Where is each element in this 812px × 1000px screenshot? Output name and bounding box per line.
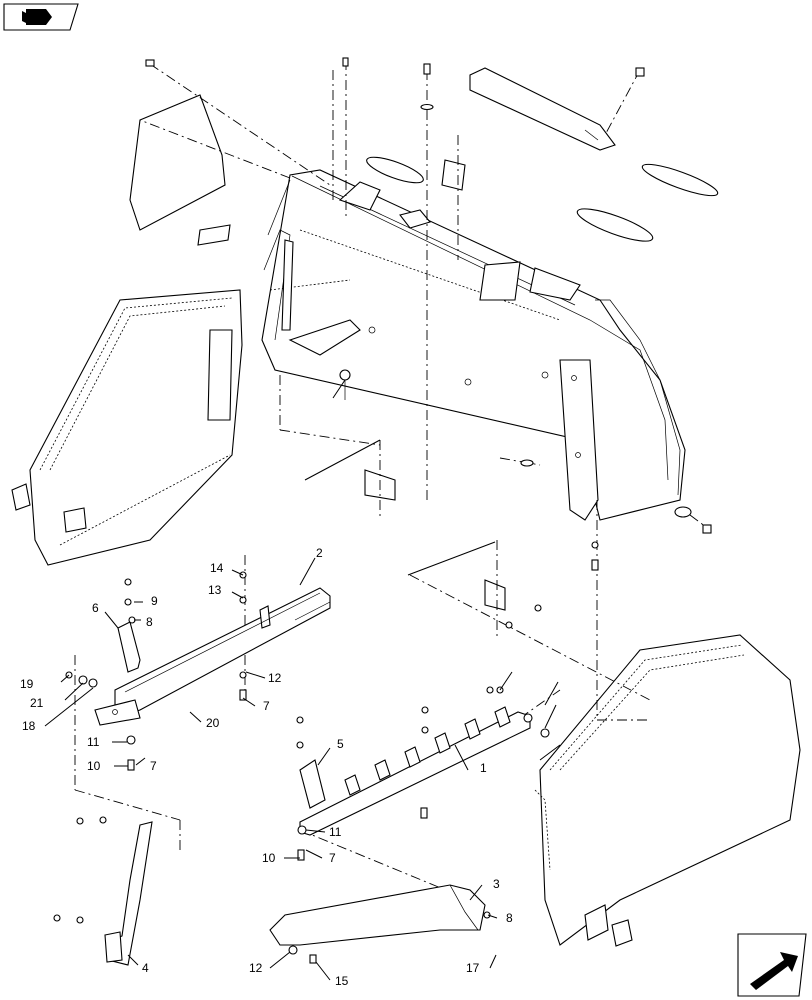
part-3-cover <box>269 884 486 946</box>
callout-7a: 7 <box>263 699 270 713</box>
callout-7b: 7 <box>150 759 157 773</box>
leader-lines <box>44 379 561 981</box>
callout-6: 6 <box>92 601 99 615</box>
callout-8a: 8 <box>146 615 153 629</box>
part-5-bracket <box>299 759 326 809</box>
callout-13: 13 <box>208 583 222 597</box>
callout-11a: 11 <box>87 735 100 749</box>
callout-15: 15 <box>335 974 349 988</box>
callout-11b: 11 <box>329 825 342 839</box>
callout-labels: 1 2 3 4 5 6 7 7 7 8 8 9 10 10 11 11 12 1… <box>20 546 513 988</box>
main-housing <box>261 169 686 521</box>
top-fasteners <box>145 57 645 500</box>
callout-12b: 12 <box>249 961 263 975</box>
part-2-bracket <box>114 587 331 716</box>
callout-8b: 8 <box>506 911 513 925</box>
part-6-bracket <box>117 621 141 673</box>
part-20-plate <box>94 699 141 726</box>
callout-7c: 7 <box>329 851 336 865</box>
callout-2: 2 <box>316 546 323 560</box>
callout-20: 20 <box>206 716 220 730</box>
part-1-bracket <box>299 706 531 836</box>
right-door-panel <box>534 634 801 947</box>
callout-12a: 12 <box>268 671 282 685</box>
callout-5: 5 <box>337 737 344 751</box>
callout-1: 1 <box>480 761 487 775</box>
callout-10a: 10 <box>87 759 101 773</box>
callout-3: 3 <box>493 877 500 891</box>
callout-21: 21 <box>30 696 44 710</box>
callout-9: 9 <box>151 594 158 608</box>
arrow-navigation-icon[interactable] <box>737 933 807 997</box>
fastener-parts <box>53 369 712 964</box>
callout-17: 17 <box>466 961 480 975</box>
callout-4: 4 <box>142 961 149 975</box>
top-window-panel <box>129 94 231 246</box>
callout-10b: 10 <box>262 851 276 865</box>
part-4-bracket <box>104 821 153 966</box>
callout-18: 18 <box>22 719 36 733</box>
book-reference-icon[interactable] <box>3 3 79 31</box>
top-plates <box>366 156 719 242</box>
left-door-panel <box>11 289 243 566</box>
callout-19: 19 <box>20 677 34 691</box>
linkage-rods <box>304 439 506 640</box>
callout-14: 14 <box>210 561 224 575</box>
top-strip <box>469 67 616 151</box>
